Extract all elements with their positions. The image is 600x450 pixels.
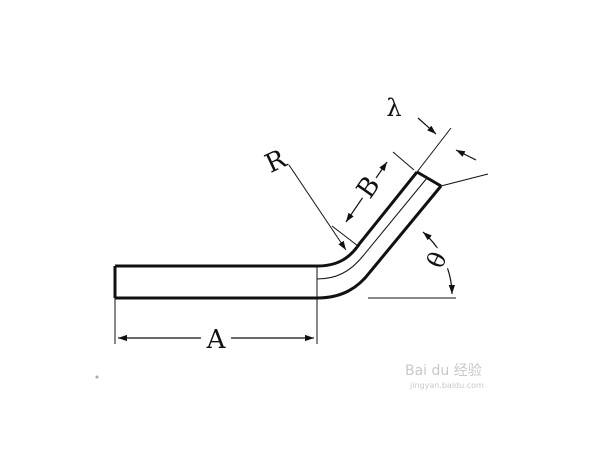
- theta-label-gap: [420, 244, 454, 276]
- lambda-ext-right: [440, 173, 489, 187]
- lambda-label: λ: [386, 94, 401, 122]
- neutral-axis-line: [316, 177, 428, 280]
- lambda-arrow-right: [455, 149, 477, 161]
- lambda-ext-left: [416, 127, 452, 173]
- radius-label: R: [261, 143, 293, 179]
- lambda-leader: [417, 117, 437, 135]
- sheet-right-end: [416, 170, 442, 188]
- watermark-logo-text: Bai du 经验: [405, 363, 482, 379]
- dim-a-label: A: [206, 325, 227, 355]
- sheet-profile: [113, 170, 443, 344]
- dim-b-ext-high: [392, 151, 415, 171]
- dim-b-label: B: [351, 171, 387, 204]
- stray-dot: [95, 375, 99, 379]
- dim-b-label-gap: [350, 169, 386, 205]
- radius-leader: [288, 164, 347, 251]
- dim-a-label-gap: [201, 326, 231, 350]
- sheet-outer-edge: [115, 171, 419, 268]
- watermark-sub-text: jingyan.baidu.com: [409, 381, 484, 390]
- dimension-lambda: [416, 117, 489, 187]
- watermark: Bai du 经验 jingyan.baidu.com: [405, 363, 484, 390]
- dim-b-ext-low: [331, 225, 359, 247]
